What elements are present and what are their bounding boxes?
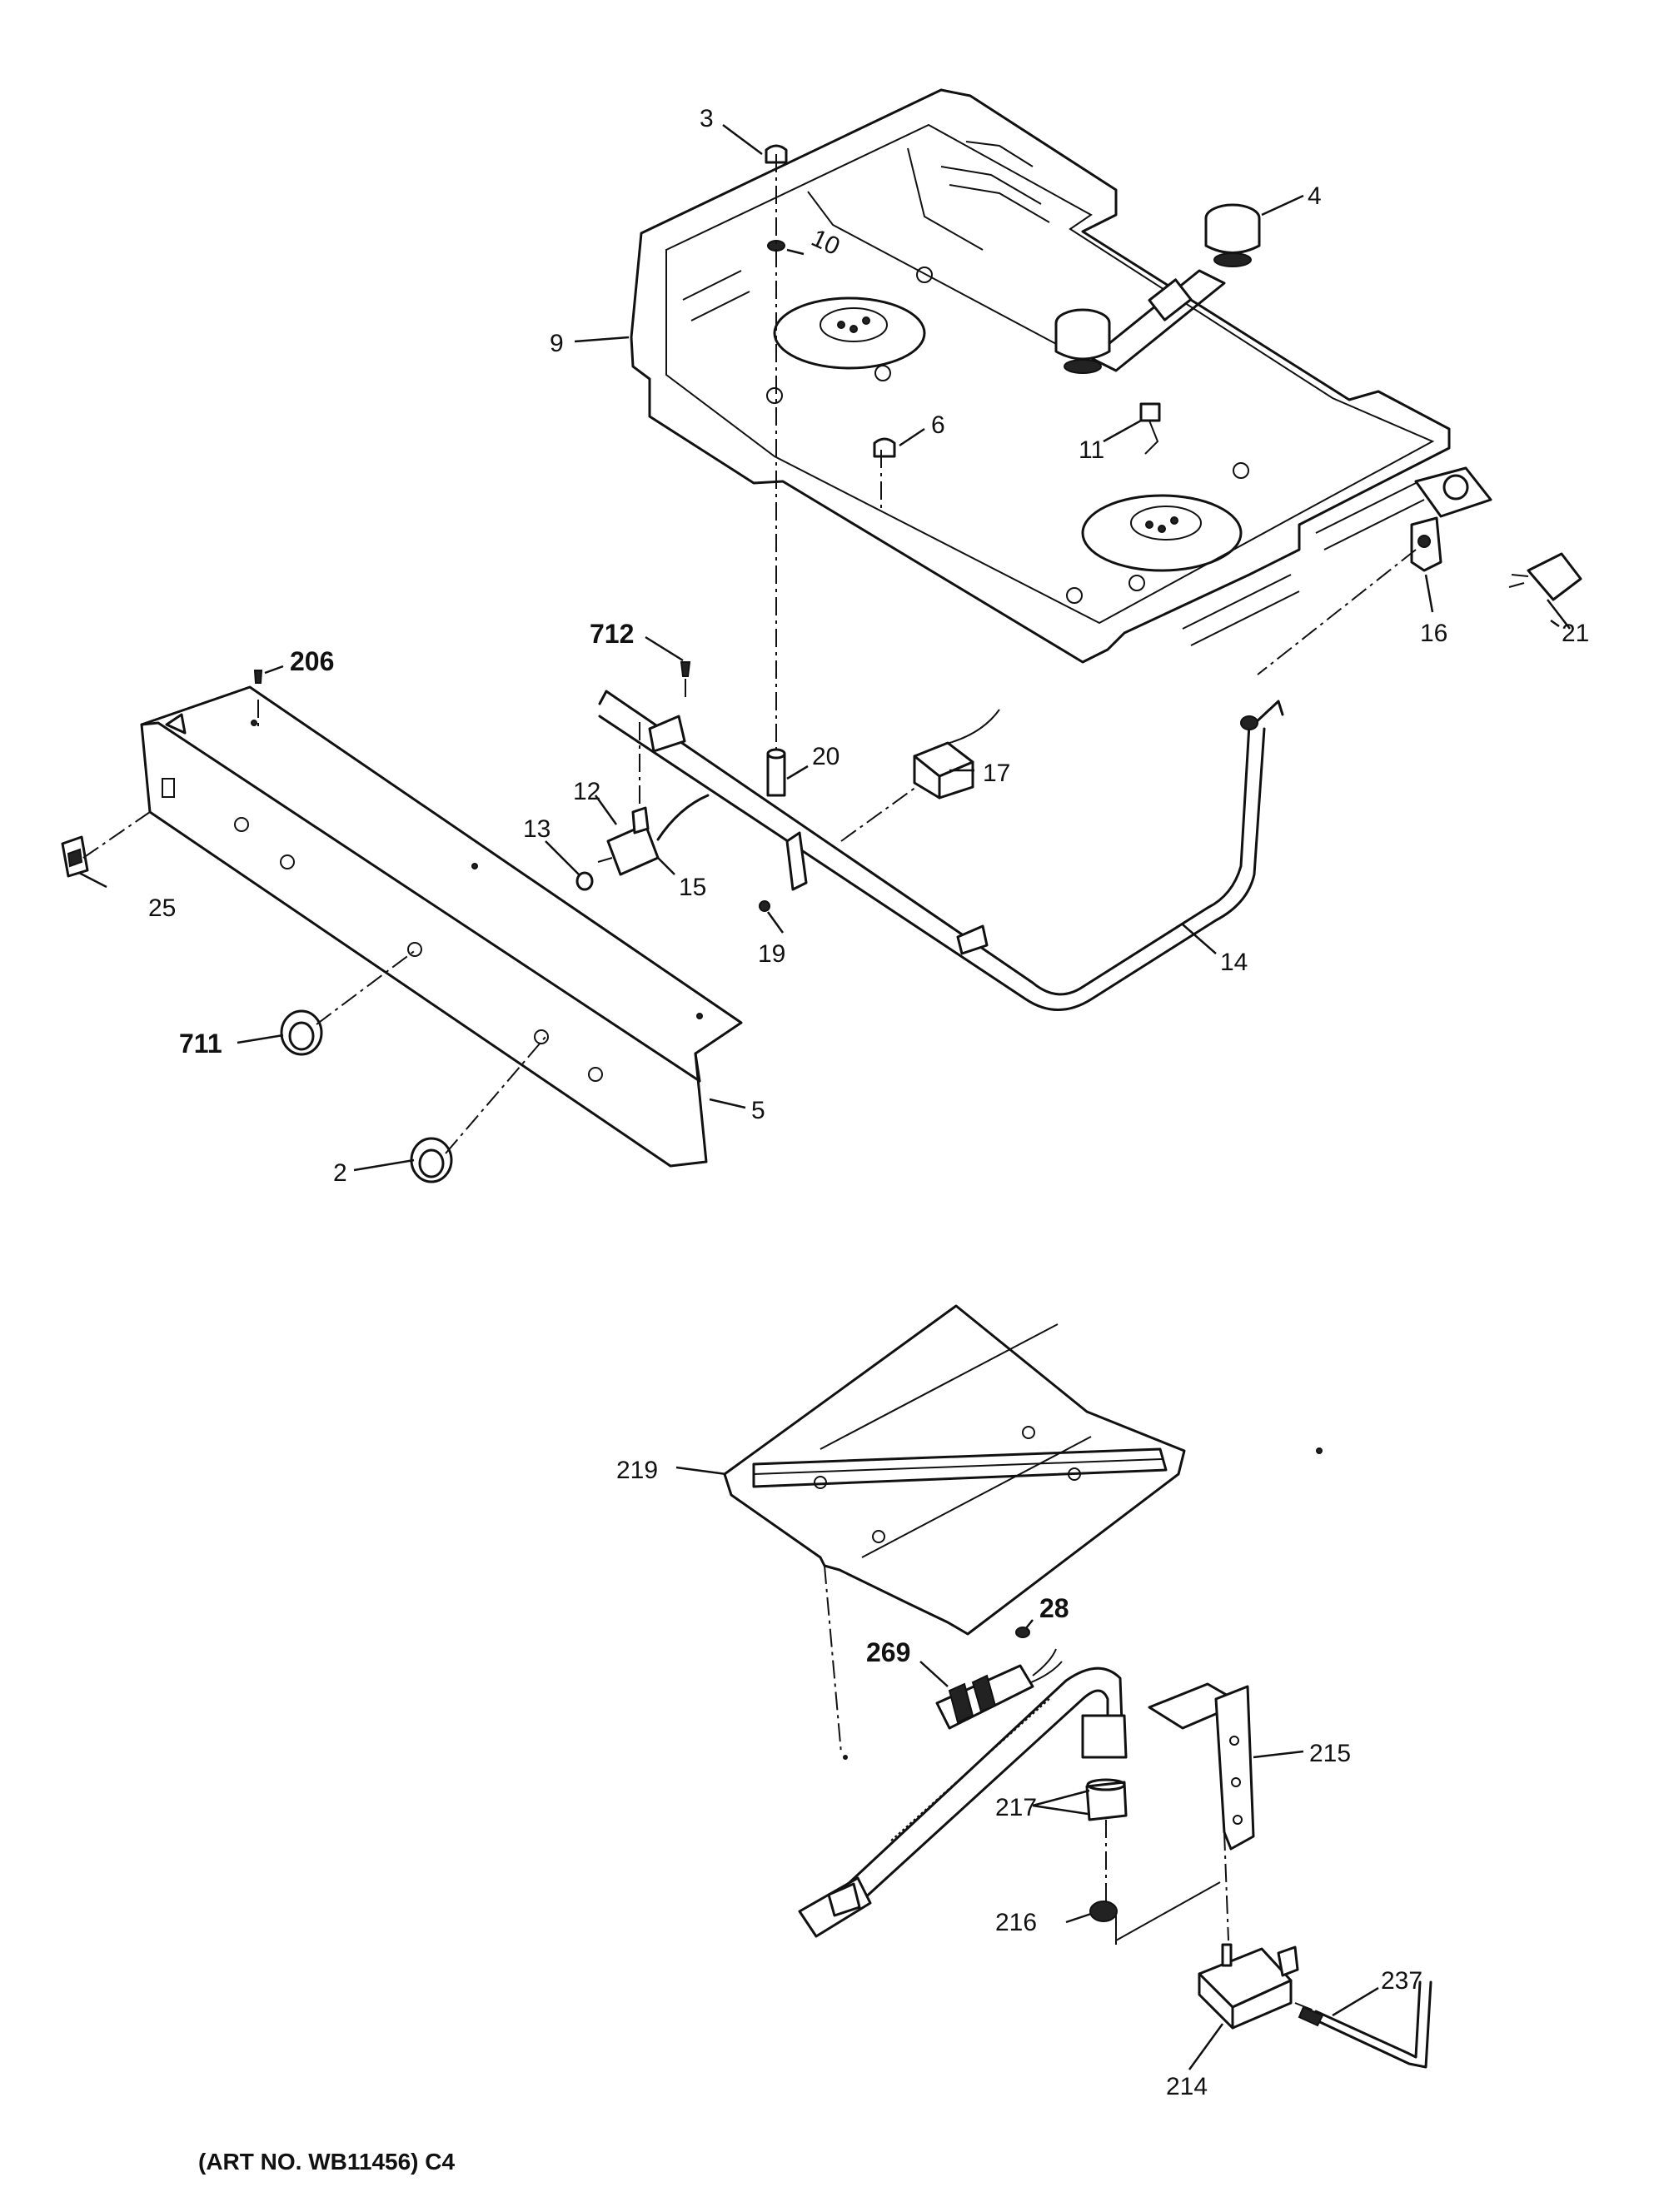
- callout-217: 217: [995, 1794, 1037, 1821]
- screw-19: [759, 900, 770, 912]
- callout-3: 3: [700, 105, 714, 132]
- dot-mark: [843, 1755, 848, 1760]
- callout-6: 6: [931, 411, 945, 439]
- knob-2: [410, 1137, 453, 1183]
- callout-219: 219: [616, 1457, 658, 1484]
- callout-711: 711: [179, 1029, 222, 1059]
- alignment-line: [1223, 1831, 1229, 1941]
- alignment-line: [824, 1565, 842, 1754]
- fitting-20: [766, 748, 786, 797]
- callout-19: 19: [758, 940, 785, 968]
- oven-baffle: [723, 1304, 1186, 1636]
- art-number-caption: (ART NO. WB11456) C4: [198, 2149, 455, 2175]
- callout-10: 10: [807, 224, 844, 261]
- regulator-16: [1410, 466, 1492, 572]
- alignment-line: [445, 1036, 546, 1154]
- callout-4: 4: [1308, 182, 1322, 210]
- spacer-217: [1085, 1778, 1128, 1821]
- clip-25: [61, 835, 89, 878]
- callout-206: 206: [290, 646, 334, 676]
- switch-21: [1508, 552, 1582, 601]
- callout-216: 216: [995, 1909, 1037, 1936]
- callout-15: 15: [679, 874, 706, 901]
- alignment-line: [840, 786, 917, 842]
- callout-269: 269: [866, 1637, 910, 1667]
- knob-711: [280, 1009, 323, 1056]
- callout-13: 13: [523, 815, 551, 843]
- alignment-line: [1257, 549, 1417, 675]
- alignment-line: [1294, 2002, 1317, 2012]
- alignment-line: [316, 949, 417, 1025]
- oven-igniter: [935, 1648, 1063, 1730]
- bracket-215: [1148, 1682, 1255, 1851]
- callout-214: 214: [1166, 2073, 1208, 2100]
- clip-11: [1139, 402, 1161, 455]
- dot-mark: [1316, 1447, 1323, 1454]
- callout-2: 2: [333, 1159, 347, 1187]
- callout-20: 20: [812, 743, 840, 770]
- callout-712: 712: [590, 619, 634, 649]
- alignment-line: [82, 811, 151, 859]
- callout-17: 17: [983, 760, 1010, 787]
- valve-assembly: [597, 794, 710, 876]
- callout-21: 21: [1562, 620, 1589, 647]
- switch-17: [913, 709, 1000, 800]
- control-panel: [140, 685, 743, 1168]
- oven-burner-tube: [798, 1666, 1128, 1938]
- callout-5: 5: [751, 1097, 765, 1124]
- manifold-pipe: [598, 690, 1284, 1011]
- callout-11: 11: [1079, 436, 1104, 464]
- burner-box-tray: [630, 88, 1451, 664]
- callout-237: 237: [1381, 1967, 1422, 1995]
- clip-28: [1015, 1627, 1030, 1638]
- tubing-237: [1298, 1980, 1432, 2069]
- assembly-line: [1115, 1881, 1221, 1941]
- callout-16: 16: [1420, 620, 1447, 647]
- screw-206: [253, 670, 263, 684]
- callout-9: 9: [550, 330, 564, 357]
- nut-216: [1089, 1901, 1118, 1922]
- igniter-assembly: [1054, 203, 1261, 374]
- washer-13: [575, 871, 594, 891]
- callout-25: 25: [148, 894, 176, 922]
- callout-12: 12: [573, 778, 600, 805]
- screw-712: [680, 661, 691, 677]
- callout-215: 215: [1309, 1740, 1351, 1767]
- leader-lines: [78, 123, 1571, 2070]
- callout-14: 14: [1220, 949, 1248, 976]
- callout-28: 28: [1039, 1593, 1069, 1623]
- safety-valve-214: [1198, 1943, 1299, 2030]
- grommet-6: [873, 437, 896, 458]
